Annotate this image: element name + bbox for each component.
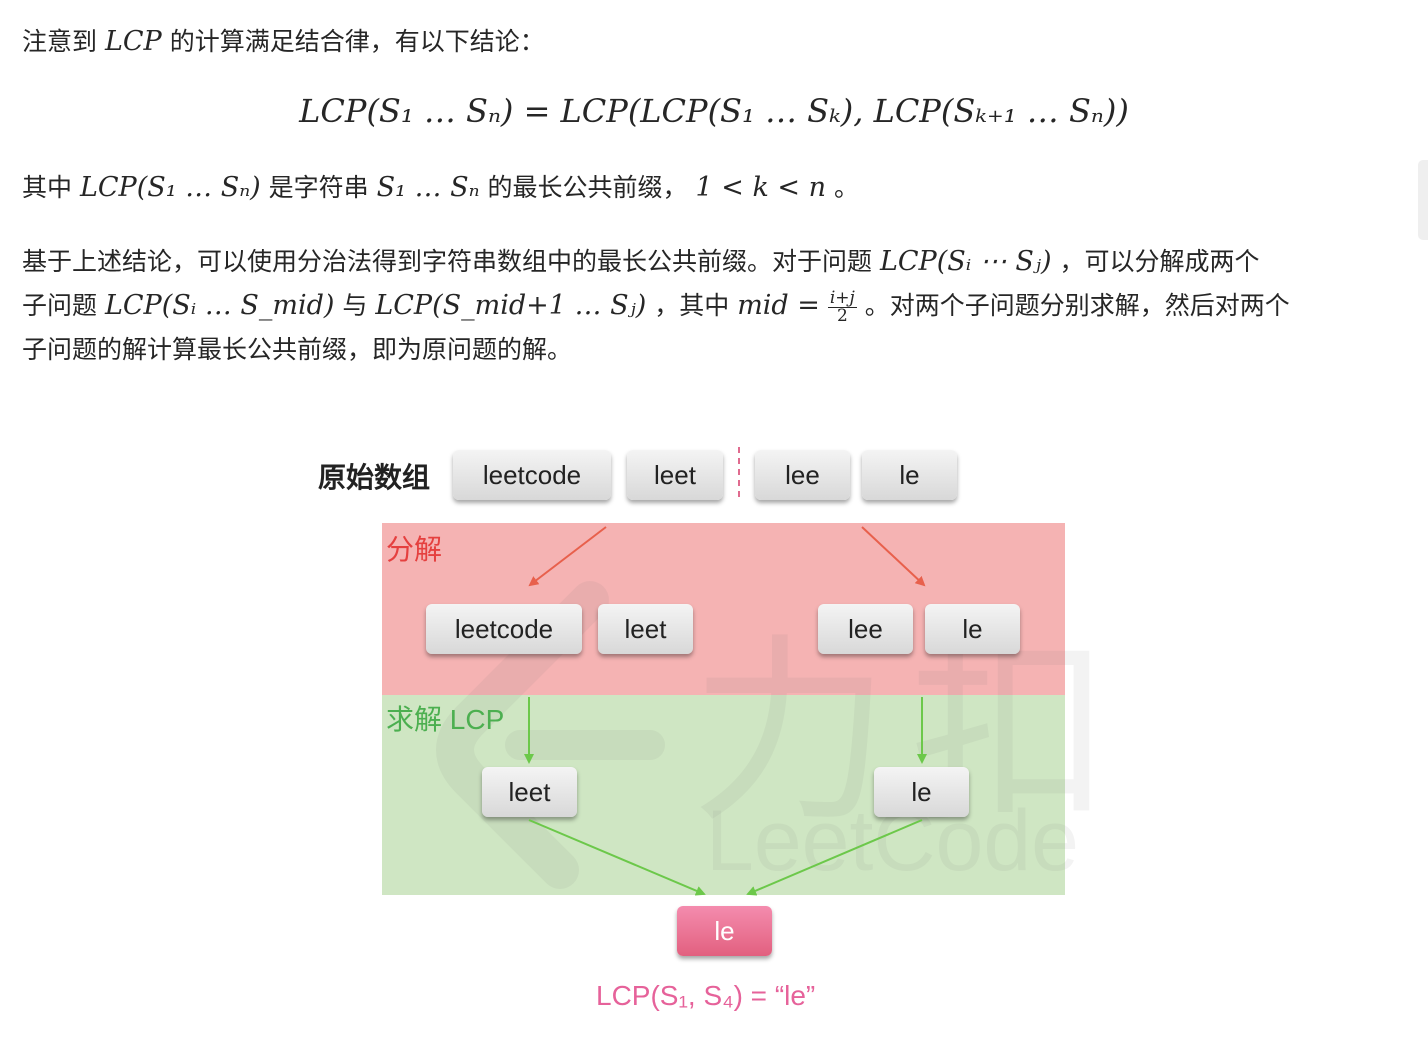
solve-word-box: le: [874, 767, 969, 817]
split-word-box: leetcode: [426, 604, 582, 654]
paragraph-associativity: 注意到 LCP 的计算满足结合律，有以下结论：: [22, 20, 545, 64]
paragraph-divide-conquer-line2: 子问题 LCP(Sᵢ … S_mid) 与 LCP(S_mid+1 … Sⱼ) …: [22, 284, 1290, 328]
text: 的最长公共前缀，: [487, 173, 688, 202]
split-arrow-right: [861, 526, 926, 587]
math-term: LCP(Sᵢ ⋯ Sⱼ): [879, 246, 1052, 277]
solve-word-box: leet: [482, 767, 577, 817]
solve-label: 求解 LCP: [386, 704, 505, 735]
fraction-denominator: 2: [836, 305, 848, 326]
merge-arrow-right: [746, 819, 923, 896]
text: 。对两个子问题分别求解，然后对两个: [864, 291, 1290, 320]
text: 是字符串: [268, 173, 369, 202]
text: 基于上述结论，可以使用分治法得到字符串数组中的最长公共前缀。对于问题: [22, 247, 873, 276]
math-term: LCP(Sᵢ … S_mid): [104, 290, 335, 321]
text: ，可以分解成两个: [1059, 247, 1260, 276]
origin-word-box: leet: [627, 450, 723, 500]
formula-lcp-associativity: LCP(S₁ … Sₙ) = LCP(LCP(S₁ … Sₖ), LCP(Sₖ₊…: [299, 92, 1129, 130]
split-word-box: le: [925, 604, 1020, 654]
result-caption: LCP(S₁, S₄) = “le”: [596, 980, 816, 1011]
math-term: LCP: [104, 26, 162, 57]
math-term: LCP(S₁ … Sₙ): [79, 172, 261, 203]
origin-word-box: leetcode: [453, 450, 611, 500]
origin-word-box: lee: [755, 450, 850, 500]
fraction-numerator: i+j: [827, 287, 857, 308]
split-word-box: lee: [818, 604, 913, 654]
math-term: 1 < k < n: [695, 172, 827, 203]
text: ，其中: [654, 291, 730, 320]
text: 子问题: [22, 291, 98, 320]
split-arrow-left: [528, 526, 607, 587]
math-term: S₁ … Sₙ: [376, 172, 480, 203]
scrollbar[interactable]: [1418, 160, 1428, 240]
split-word-box: leet: [598, 604, 693, 654]
paragraph-divide-conquer-line1: 基于上述结论，可以使用分治法得到字符串数组中的最长公共前缀。对于问题 LCP(S…: [22, 240, 1259, 284]
paragraph-divide-conquer-line3: 子问题的解计算最长公共前缀，即为原问题的解。: [22, 328, 572, 372]
math-term: mid =: [737, 290, 820, 321]
paragraph-definition: 其中 LCP(S₁ … Sₙ) 是字符串 S₁ … Sₙ 的最长公共前缀， 1 …: [22, 166, 859, 210]
origin-array-label: 原始数组: [318, 461, 431, 494]
text: 。: [833, 173, 859, 202]
origin-word-box: le: [862, 450, 957, 500]
split-label: 分解: [386, 534, 443, 565]
math-term: LCP(S_mid+1 … Sⱼ): [375, 290, 647, 321]
text: 的计算满足结合律，有以下结论：: [169, 27, 545, 56]
text: 与: [342, 291, 368, 320]
text: 注意到: [22, 27, 98, 56]
text: 其中: [22, 173, 73, 202]
result-word-box: le: [677, 906, 772, 956]
merge-arrow-left: [528, 819, 706, 896]
text: 子问题的解计算最长公共前缀，即为原问题的解。: [22, 335, 573, 364]
